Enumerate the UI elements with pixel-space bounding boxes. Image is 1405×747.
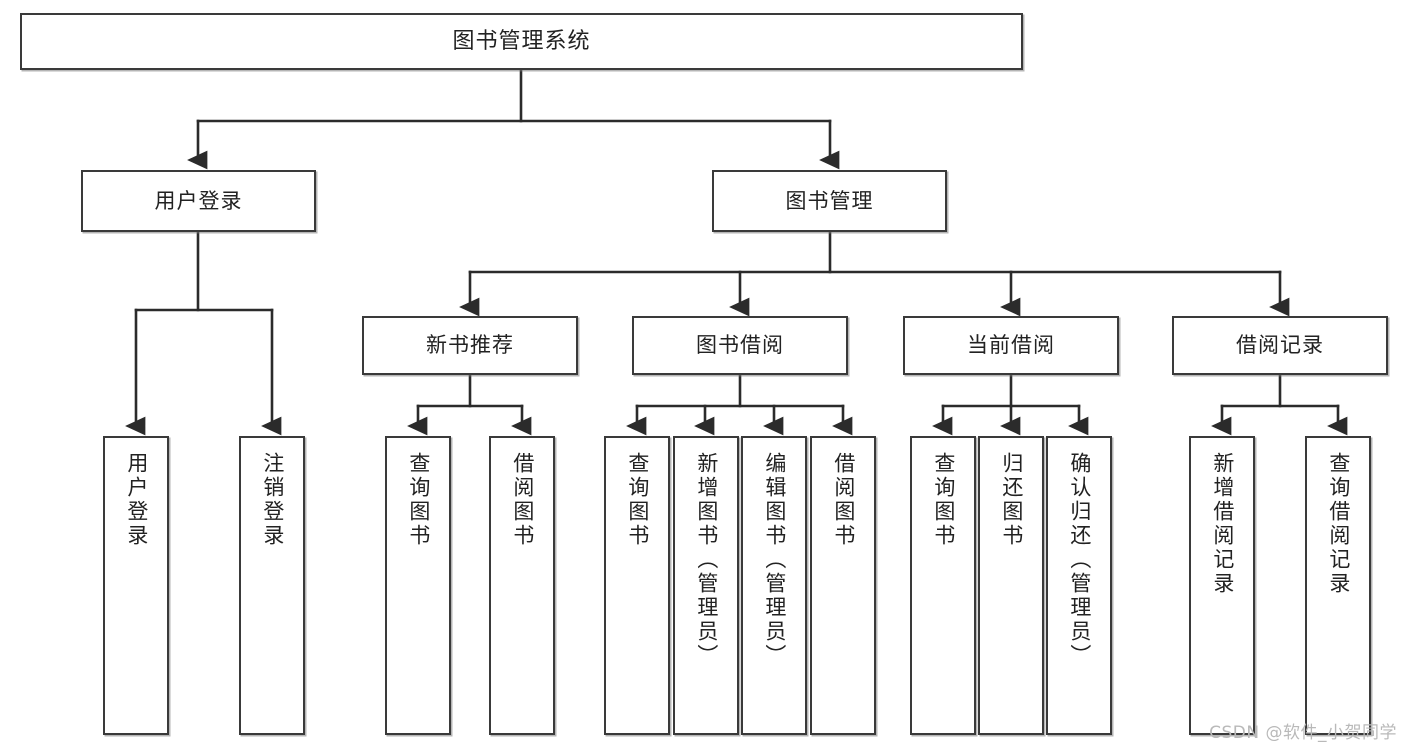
node-current-borrow[interactable]: 当前借阅 bbox=[903, 316, 1119, 375]
leaf-borrow-query-book[interactable]: 查询图书 bbox=[604, 436, 670, 735]
leaf-borrow-add-book-admin[interactable]: 新增图书（管理员） bbox=[673, 436, 739, 735]
leaf-label: 注销登录 bbox=[260, 452, 285, 548]
node-label: 图书管理系统 bbox=[452, 28, 591, 54]
node-label: 借阅记录 bbox=[1236, 333, 1324, 358]
leaf-label: 查询图书 bbox=[406, 452, 431, 548]
node-book-management[interactable]: 图书管理 bbox=[712, 170, 947, 232]
leaf-label: 查询图书 bbox=[625, 452, 650, 548]
leaf-current-return-book[interactable]: 归还图书 bbox=[978, 436, 1044, 735]
leaf-label: 归还图书 bbox=[999, 452, 1024, 548]
leaf-label: 查询借阅记录 bbox=[1326, 452, 1351, 596]
leaf-user-login-signout[interactable]: 注销登录 bbox=[239, 436, 305, 735]
leaf-label: 编辑图书（管理员） bbox=[762, 452, 787, 668]
node-borrow-record[interactable]: 借阅记录 bbox=[1172, 316, 1388, 375]
leaf-record-add-record[interactable]: 新增借阅记录 bbox=[1189, 436, 1255, 735]
node-label: 图书管理 bbox=[785, 188, 874, 213]
watermark: CSDN @软件_小贺同学 bbox=[1209, 723, 1397, 743]
node-user-login[interactable]: 用户登录 bbox=[81, 170, 316, 232]
leaf-label: 借阅图书 bbox=[510, 452, 535, 548]
node-label: 用户登录 bbox=[154, 188, 243, 213]
leaf-label: 新增借阅记录 bbox=[1210, 452, 1235, 596]
leaf-borrow-borrow-book[interactable]: 借阅图书 bbox=[810, 436, 876, 735]
leaf-recommend-query-book[interactable]: 查询图书 bbox=[385, 436, 451, 735]
leaf-borrow-edit-book-admin[interactable]: 编辑图书（管理员） bbox=[741, 436, 807, 735]
node-root-system[interactable]: 图书管理系统 bbox=[20, 13, 1023, 70]
leaf-recommend-borrow-book[interactable]: 借阅图书 bbox=[489, 436, 555, 735]
leaf-user-login-signin[interactable]: 用户登录 bbox=[103, 436, 169, 735]
node-label: 当前借阅 bbox=[967, 333, 1055, 358]
node-label: 图书借阅 bbox=[696, 333, 784, 358]
leaf-label: 借阅图书 bbox=[831, 452, 856, 548]
node-new-book-recommend[interactable]: 新书推荐 bbox=[362, 316, 578, 375]
leaf-current-confirm-return-admin[interactable]: 确认归还（管理员） bbox=[1046, 436, 1112, 735]
leaf-record-query-record[interactable]: 查询借阅记录 bbox=[1305, 436, 1371, 735]
leaf-current-query-book[interactable]: 查询图书 bbox=[910, 436, 976, 735]
leaf-label: 确认归还（管理员） bbox=[1067, 452, 1092, 668]
leaf-label: 新增图书（管理员） bbox=[694, 452, 719, 668]
leaf-label: 查询图书 bbox=[931, 452, 956, 548]
node-book-borrow[interactable]: 图书借阅 bbox=[632, 316, 848, 375]
leaf-label: 用户登录 bbox=[124, 452, 149, 548]
node-label: 新书推荐 bbox=[426, 333, 514, 358]
